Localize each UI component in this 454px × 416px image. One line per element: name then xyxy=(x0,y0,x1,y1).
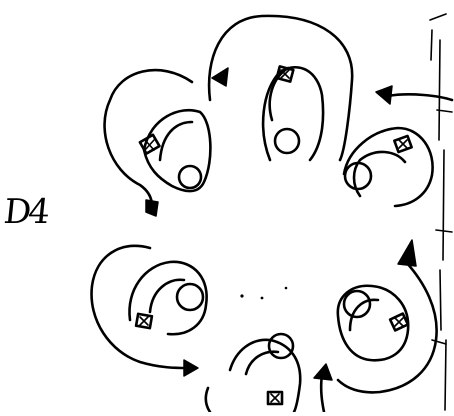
head-circle xyxy=(344,291,370,317)
center-dots xyxy=(240,287,287,300)
motif-lower-right xyxy=(338,240,446,392)
motif-upper-left xyxy=(105,70,211,216)
diagram-label: D4 xyxy=(2,192,49,232)
head-circle xyxy=(269,334,293,358)
head-circle xyxy=(275,129,299,153)
motif-top xyxy=(209,16,352,160)
arrowhead-top xyxy=(212,68,228,86)
arrowhead-upper-left xyxy=(146,200,158,216)
head-circle xyxy=(177,284,203,310)
head-circle xyxy=(179,166,201,188)
motif-lower-left xyxy=(92,246,207,376)
arrowhead-upper-right xyxy=(376,86,392,104)
motif-upper-right xyxy=(344,86,452,206)
head-circle xyxy=(345,163,371,189)
arrowhead-lower-left xyxy=(184,360,198,376)
arrowhead-bottom xyxy=(314,364,332,380)
arrowhead-lower-right xyxy=(398,240,416,266)
motif-bottom xyxy=(206,334,332,412)
